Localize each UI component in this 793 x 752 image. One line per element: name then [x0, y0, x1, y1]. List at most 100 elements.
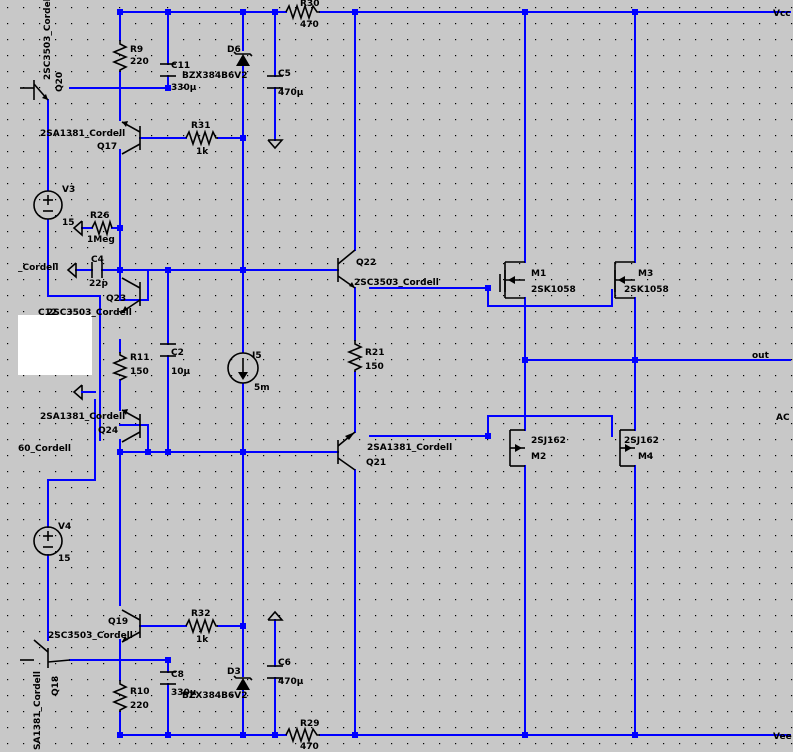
r30-name: R30 — [300, 0, 319, 9]
v3-value: 15 — [62, 218, 75, 228]
capacitor-c5-symbol — [267, 75, 283, 89]
ground-r26-symbol — [72, 220, 83, 237]
overlay-box — [18, 315, 92, 375]
q17-model: 2SA1381_Cordell — [40, 129, 125, 139]
c8-value: 330µ — [171, 688, 197, 698]
net-label-vcc: Vcc — [773, 9, 791, 19]
c2-value: 10µ — [171, 367, 191, 377]
c8-name: C8 — [171, 670, 184, 680]
q18-name: Q18 — [51, 676, 61, 696]
q24-model: 2SA1381_Cordell — [40, 412, 125, 422]
m3-model: 2SK1058 — [624, 285, 669, 295]
capacitor-c4-symbol — [91, 262, 103, 278]
resistor-r26-symbol — [91, 219, 113, 237]
bjt-q21-symbol — [337, 431, 356, 471]
net-label-ac: AC — [776, 413, 790, 423]
q19-model: 2SC3503_Cordell — [48, 631, 133, 641]
q24-name: Q24 — [98, 426, 118, 436]
mosfet-m2-symbol — [509, 429, 525, 467]
resistor-r30-symbol — [285, 3, 320, 21]
net-label-out: out — [752, 351, 770, 361]
d3-value: BZX384B6V2 — [182, 691, 247, 701]
c5-name: C5 — [278, 69, 291, 79]
ground-c4-symbol — [66, 262, 77, 279]
resistor-r9-symbol — [111, 40, 129, 72]
c4-value: 22p — [89, 279, 109, 289]
r26-value: 1Meg — [87, 235, 115, 245]
r31-value: 1k — [196, 147, 209, 157]
d3-name: D3 — [227, 667, 241, 677]
m2-name: M2 — [531, 452, 546, 462]
capacitor-c8-symbol — [160, 671, 176, 685]
ground-c6-symbol — [267, 610, 284, 621]
resistor-r29-symbol — [285, 726, 320, 744]
bjt-q20-symbol — [20, 80, 49, 101]
r29-name: R29 — [300, 719, 319, 729]
junctions — [117, 9, 638, 738]
c6-name: C6 — [278, 658, 291, 668]
zener-d6-symbol — [233, 51, 253, 66]
mosfet-m3-symbol — [614, 261, 635, 299]
ground-mid-symbol — [72, 384, 96, 401]
q23-model: 2SC3503_Cordell — [47, 308, 132, 318]
i5-value: 5m — [254, 383, 270, 393]
capacitor-c2-symbol — [160, 343, 176, 357]
d6-name: D6 — [227, 45, 241, 55]
c6-value: 470µ — [278, 677, 304, 687]
c12-name: C12 — [38, 308, 57, 318]
m4-model: 2SJ162 — [624, 436, 659, 446]
mosfet-m1-symbol — [499, 261, 525, 299]
r9-name: R9 — [130, 45, 143, 55]
m1-name: M1 — [531, 269, 546, 279]
v4-name: V4 — [58, 522, 71, 532]
i5-name: I5 — [252, 351, 262, 361]
resistor-r21-symbol — [346, 340, 364, 372]
bjt-q24-symbol — [121, 409, 141, 443]
resistor-r31-symbol — [185, 129, 218, 147]
r21-name: R21 — [365, 348, 384, 358]
q22-model: 2SC3503_Cordell — [354, 278, 439, 288]
resistor-r11-symbol — [111, 352, 129, 381]
q19-name: Q19 — [108, 617, 128, 627]
c2-name: C2 — [171, 348, 184, 358]
voltage-source-v3-symbol — [33, 190, 63, 220]
r32-value: 1k — [196, 635, 209, 645]
m2-model: 2SJ162 — [531, 436, 566, 446]
voltage-source-v4-symbol — [33, 526, 63, 556]
q23-name: Q23 — [106, 294, 126, 304]
v3-name: V3 — [62, 185, 75, 195]
v4-value: 15 — [58, 554, 71, 564]
m1-model: 2SK1058 — [531, 285, 576, 295]
bjt-q22-symbol — [337, 249, 356, 289]
capacitor-c11-symbol — [160, 63, 176, 77]
r11-name: R11 — [130, 353, 149, 363]
m4-name: M4 — [638, 452, 653, 462]
bjt-q19-symbol — [121, 609, 141, 643]
d6-value: BZX384B6V2 — [182, 71, 247, 81]
net-label-vee: Vee — [773, 732, 792, 742]
c4-name: C4 — [91, 255, 104, 265]
bjt-q17-symbol — [121, 121, 141, 155]
q22-name: Q22 — [356, 258, 376, 268]
r10-name: R10 — [130, 687, 149, 697]
zener-d3-symbol — [233, 675, 253, 690]
cut-label-lower: 60_Cordell — [18, 444, 71, 454]
q18-model: SA1381_Cordell — [33, 671, 43, 750]
r11-value: 150 — [130, 367, 149, 377]
r10-value: 220 — [130, 701, 149, 711]
q21-name: Q21 — [366, 458, 386, 468]
r9-value: 220 — [130, 57, 149, 67]
resistor-r10-symbol — [111, 680, 129, 712]
c5-value: 470µ — [278, 88, 304, 98]
c11-name: C11 — [171, 61, 190, 71]
q20-name: Q20 — [55, 72, 65, 92]
r30-value: 470 — [300, 20, 319, 30]
resistor-r32-symbol — [185, 617, 218, 635]
labels: Vcc Vee out AC _Cordell 60_Cordell R9 22… — [18, 0, 792, 752]
bjt-q18-symbol — [20, 639, 71, 668]
r26-name: R26 — [90, 211, 109, 221]
cut-label-mid: _Cordell — [18, 263, 58, 273]
bjt-q23-symbol — [121, 277, 141, 313]
r32-name: R32 — [191, 609, 210, 619]
